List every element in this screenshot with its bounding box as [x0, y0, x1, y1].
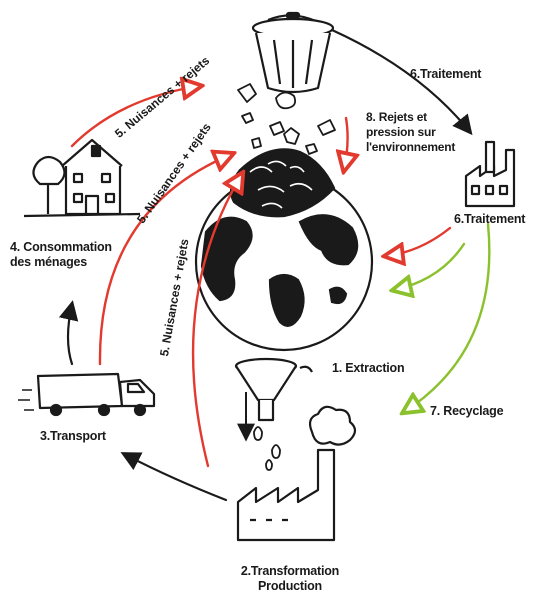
truck-icon: [18, 372, 156, 417]
recycling-arrows: [394, 222, 491, 412]
arrow-treatment-to-earth: [386, 226, 452, 256]
label-rejets: 8. Rejets et pression sur l'environnemen…: [366, 110, 456, 154]
label-traitement-factory: 6.Traitement: [454, 212, 526, 226]
arrow-nuisance-outer: [70, 86, 200, 148]
arrow-recycling-long: [404, 222, 491, 412]
funnel-icon: [234, 357, 313, 422]
nuisance-arrows: [70, 86, 452, 468]
arrow-bin-to-treatment: [330, 28, 473, 136]
arrow-nuisance-inner: [191, 174, 242, 468]
arrow-nuisance-middle: [98, 154, 232, 366]
arrow-rejets: [344, 116, 348, 170]
earth-globe-icon: [194, 148, 374, 352]
label-extraction: 1. Extraction: [332, 361, 405, 375]
arrow-recycling-short: [394, 242, 466, 290]
resource-drops: [253, 426, 281, 471]
factory-icon: [236, 405, 357, 542]
treatment-plant-icon: [464, 140, 516, 208]
label-transport: 3.Transport: [40, 429, 106, 443]
cycle-arrows: [58, 28, 473, 502]
trash-bin-icon: [251, 11, 335, 94]
arrow-transport-to-consumption: [58, 300, 79, 366]
label-consommation: 4. Consommation des ménages: [10, 240, 112, 269]
arrow-production-to-transport: [120, 452, 228, 502]
label-traitement-top: 6.Traitement: [410, 67, 482, 81]
waste-debris: [237, 83, 336, 155]
label-recyclage: 7. Recyclage: [430, 404, 504, 418]
label-transformation: 2.Transformation Production: [240, 564, 340, 593]
house-icon: [23, 138, 141, 218]
